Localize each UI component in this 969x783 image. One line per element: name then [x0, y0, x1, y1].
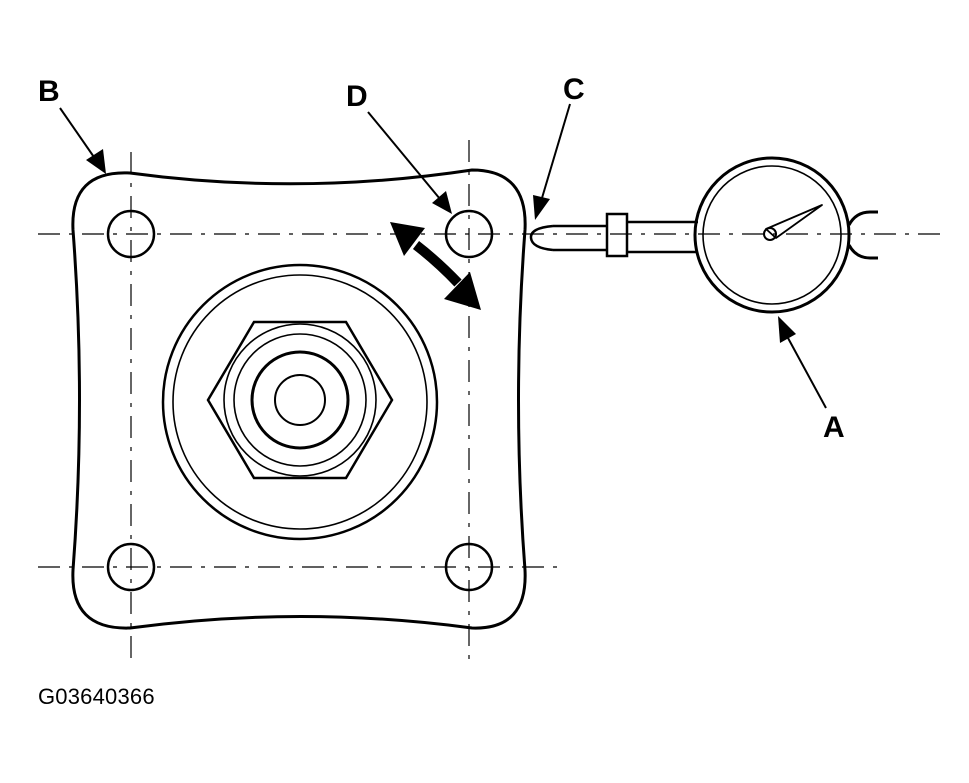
figure-code: G03640366	[38, 684, 155, 709]
indicator-arm-top	[847, 210, 878, 226]
bolt-hole-top-left	[106, 209, 156, 259]
leader-arrow-d	[432, 191, 452, 214]
hub-outer-ring	[161, 263, 439, 541]
label-c: C	[563, 73, 585, 106]
rotation-arrow-head-upper	[390, 222, 425, 256]
leader-arrow-c	[533, 195, 550, 220]
bolt-hole-bottom-left	[106, 542, 156, 592]
label-d: D	[346, 80, 368, 113]
indicator-arm-bottom	[847, 244, 878, 260]
spindle-ring-outer	[223, 323, 377, 477]
gauge-outer	[693, 156, 851, 314]
spindle-end	[274, 374, 326, 426]
hub-flange	[71, 168, 527, 630]
spindle-ring-mid	[233, 333, 367, 467]
label-b: B	[38, 75, 60, 108]
leader-arrow-a	[778, 316, 796, 343]
gauge-face	[702, 165, 842, 305]
label-a: A	[823, 411, 845, 444]
dial-indicator-icon	[529, 156, 878, 314]
bolt-hole-bottom-right	[444, 542, 494, 592]
leader-line-c	[541, 103, 571, 199]
leader-line-a	[787, 337, 827, 409]
leader-line-b	[59, 107, 97, 161]
hub-inner-ring	[172, 274, 428, 530]
rotation-arrow-head-lower	[444, 272, 481, 310]
rotation-arrow-icon	[390, 222, 481, 310]
spindle-nut	[206, 320, 394, 480]
spindle-ring-inner	[250, 350, 350, 450]
indicator-collar	[605, 212, 629, 258]
bolt-hole-top-right	[444, 209, 494, 259]
gauge-needle	[765, 204, 823, 239]
bolt-holes	[106, 209, 494, 592]
leader-lines	[59, 103, 827, 409]
center-lines	[38, 140, 940, 666]
plunger-tip	[529, 224, 554, 252]
leader-line-d	[367, 111, 441, 200]
leader-arrow-b	[86, 149, 106, 174]
center-hub	[161, 263, 439, 541]
